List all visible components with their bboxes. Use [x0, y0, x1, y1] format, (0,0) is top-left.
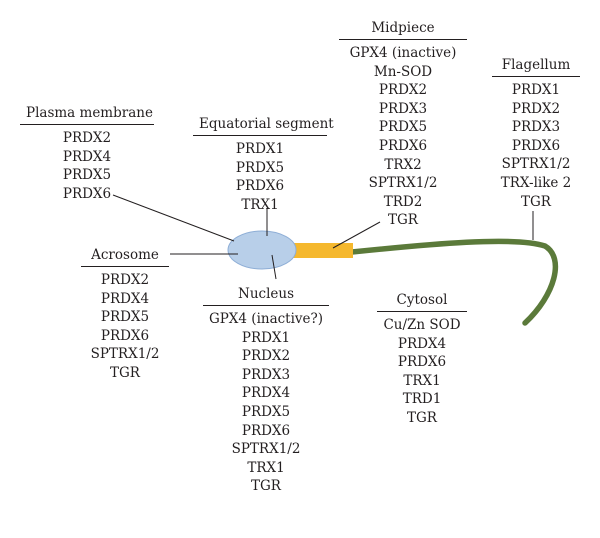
flagellum-shape	[349, 238, 559, 326]
list-item: PRDX3	[511, 119, 561, 136]
midpiece-list: GPX4 (inactive) Mn-SOD PRDX2 PRDX3 PRDX5…	[339, 44, 467, 230]
plasma-membrane-list: PRDX2 PRDX4 PRDX5 PRDX6	[20, 129, 154, 203]
equatorial-segment-list: PRDX1 PRDX5 PRDX6 TRX1	[193, 140, 327, 214]
list-item: PRDX2	[378, 82, 428, 99]
acrosome-group: Acrosome PRDX2 PRDX4 PRDX5 PRDX6 SPTRX1/…	[81, 247, 169, 383]
list-item: PRDX5	[378, 119, 428, 136]
flagellum-group: Flagellum PRDX1 PRDX2 PRDX3 PRDX6 SPTRX1…	[492, 57, 580, 211]
list-item: TGR	[110, 364, 140, 381]
list-item: SPTRX1/2	[368, 175, 438, 192]
list-item: PRDX4	[397, 335, 447, 352]
nucleus-list: GPX4 (inactive?) PRDX1 PRDX2 PRDX3 PRDX4…	[203, 310, 329, 496]
cytosol-list: Cu/Zn SOD PRDX4 PRDX6 TRX1 TRD1 TGR	[377, 316, 467, 428]
list-item: PRDX1	[241, 329, 291, 346]
list-item: PRDX4	[100, 290, 150, 307]
list-item: TGR	[388, 212, 418, 229]
list-item: PRDX6	[378, 137, 428, 154]
midpiece-pointer	[332, 221, 381, 249]
midpiece-group: Midpiece GPX4 (inactive) Mn-SOD PRDX2 PR…	[339, 20, 467, 230]
acrosome-list: PRDX2 PRDX4 PRDX5 PRDX6 SPTRX1/2 TGR	[81, 271, 169, 383]
list-item: TGR	[521, 193, 551, 210]
list-item: TRX1	[403, 372, 441, 389]
list-item: PRDX5	[235, 159, 285, 176]
cytosol-group: Cytosol Cu/Zn SOD PRDX4 PRDX6 TRX1 TRD1 …	[377, 292, 467, 428]
list-item: GPX4 (inactive)	[349, 45, 457, 61]
nucleus-pointer	[271, 254, 277, 280]
list-item: SPTRX1/2	[90, 346, 160, 363]
list-item: PRDX2	[100, 272, 150, 288]
list-item: TGR	[407, 409, 437, 426]
list-item: PRDX6	[511, 137, 561, 154]
list-item: PRDX6	[241, 422, 291, 439]
list-item: PRDX6	[235, 178, 285, 195]
list-item: PRDX2	[62, 130, 112, 146]
plasma-membrane-title: Plasma membrane	[20, 105, 154, 125]
list-item: SPTRX1/2	[501, 156, 571, 173]
list-item: PRDX6	[397, 354, 447, 371]
midpiece-shape	[290, 243, 353, 258]
list-item: TRD1	[402, 391, 442, 408]
list-item: PRDX5	[62, 167, 112, 184]
plasma-membrane-pointer	[112, 194, 235, 242]
list-item: PRDX4	[62, 148, 112, 165]
list-item: TRX1	[247, 459, 285, 476]
flagellum-list: PRDX1 PRDX2 PRDX3 PRDX6 SPTRX1/2 TRX-lik…	[492, 81, 580, 211]
list-item: Cu/Zn SOD	[383, 317, 461, 333]
list-item: PRDX1	[235, 141, 285, 157]
list-item: Mn-SOD	[373, 63, 433, 80]
list-item: PRDX2	[241, 348, 291, 365]
list-item: PRDX5	[100, 309, 150, 326]
plasma-membrane-group: Plasma membrane PRDX2 PRDX4 PRDX5 PRDX6	[20, 105, 154, 203]
acrosome-title: Acrosome	[81, 247, 169, 267]
equatorial-segment-group: Equatorial segment PRDX1 PRDX5 PRDX6 TRX…	[193, 116, 334, 214]
list-item: PRDX6	[62, 185, 112, 202]
list-item: TRX1	[241, 196, 279, 213]
list-item: PRDX2	[511, 100, 561, 117]
list-item: PRDX5	[241, 403, 291, 420]
cytosol-title: Cytosol	[377, 292, 467, 312]
list-item: PRDX3	[241, 366, 291, 383]
list-item: PRDX4	[241, 385, 291, 402]
list-item: TRX2	[384, 156, 422, 173]
list-item: PRDX6	[100, 327, 150, 344]
equatorial-segment-title: Equatorial segment	[193, 116, 334, 136]
sperm-head-shape	[227, 230, 297, 270]
list-item: GPX4 (inactive?)	[208, 311, 324, 327]
nucleus-title: Nucleus	[203, 286, 329, 306]
nucleus-group: Nucleus GPX4 (inactive?) PRDX1 PRDX2 PRD…	[203, 286, 329, 496]
list-item: PRDX1	[511, 82, 561, 98]
midpiece-title: Midpiece	[339, 20, 467, 40]
list-item: TRD2	[383, 193, 423, 210]
flagellum-title: Flagellum	[492, 57, 580, 77]
list-item: TGR	[251, 478, 281, 495]
list-item: SPTRX1/2	[231, 441, 301, 458]
list-item: PRDX3	[378, 100, 428, 117]
list-item: TRX-like 2	[500, 174, 572, 191]
